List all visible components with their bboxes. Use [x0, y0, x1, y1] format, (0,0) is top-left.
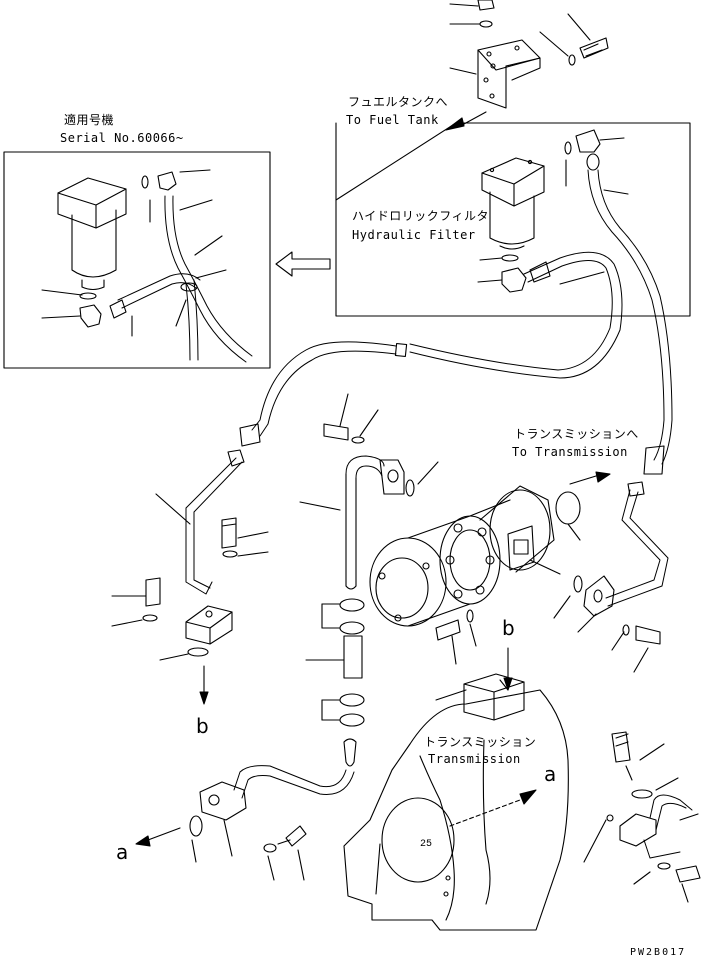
right-pipe — [569, 471, 669, 673]
serial-label-jp: 適用号機 — [64, 113, 115, 127]
to-transmission-label-jp: トランスミッションへ — [514, 427, 639, 441]
lower-pipe — [135, 765, 355, 881]
right-lower-pipe — [611, 731, 701, 903]
ref-a-right: a — [544, 762, 557, 786]
fuel-bracket — [445, 0, 609, 131]
transmission-label-jp: トランスミッション — [424, 735, 537, 749]
filter-label-jp: ハイドロリックフィルタ — [352, 209, 490, 223]
hydraulic-pump — [369, 485, 583, 691]
filter-label-en: Hydraulic Filter — [352, 228, 476, 242]
left-pipe — [111, 449, 269, 705]
fuel-tank-label-en: To Fuel Tank — [346, 113, 439, 127]
svg-text:25: 25 — [420, 839, 432, 850]
inset-variant-box — [3, 151, 271, 369]
fuel-tank-label-jp: フュエルタンクへ — [348, 95, 449, 109]
hydraulic-filter-box — [335, 122, 691, 475]
ref-b-right: b — [502, 616, 516, 640]
transmission-label-en: Transmission — [428, 752, 521, 766]
serial-label-en: Serial No.60066~ — [60, 131, 184, 145]
center-tube — [299, 393, 439, 767]
long-hose — [239, 341, 408, 447]
to-transmission-label-en: To Transmission — [512, 445, 628, 459]
transmission-housing: 25 — [343, 673, 614, 931]
inset-arrow — [275, 251, 331, 277]
ref-b-left: b — [196, 714, 210, 738]
ref-a-left: a — [116, 840, 129, 864]
drawing-code: PW2B017 — [630, 947, 687, 958]
